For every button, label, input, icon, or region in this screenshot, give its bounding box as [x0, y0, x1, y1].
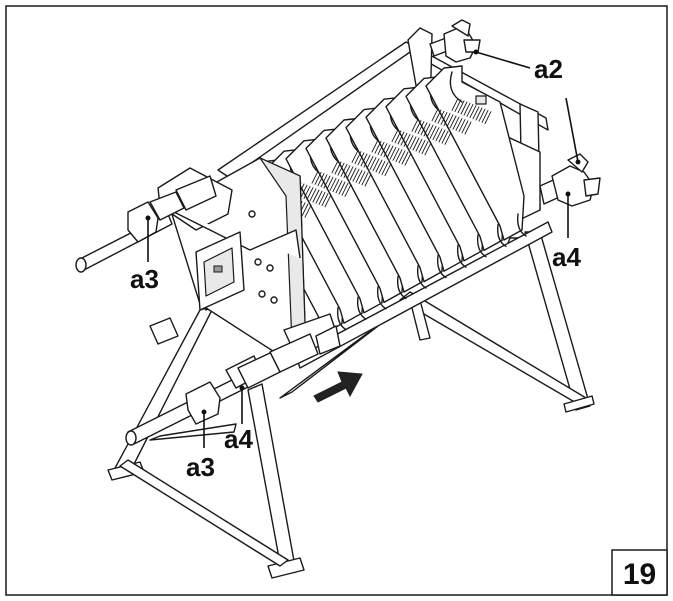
filter-plate — [425, 65, 525, 241]
callout-a4-bottom: a4 — [224, 424, 253, 454]
arrow-right-icon — [313, 371, 363, 403]
callout-a3-bottom: a3 — [186, 452, 215, 482]
callout-a2: a2 — [534, 54, 563, 84]
handwheel-top — [429, 19, 481, 63]
figure-frame — [5, 5, 668, 596]
callout-a4-right: a4 — [552, 242, 581, 272]
callout-a3-left: a3 — [130, 264, 159, 294]
leader-lines — [145, 49, 581, 448]
handwheel-bottom — [539, 153, 601, 207]
upper-spindle — [75, 175, 217, 273]
figure-number: 19 — [623, 558, 656, 591]
lower-spindle — [125, 333, 319, 446]
figure-number-box — [611, 549, 668, 596]
